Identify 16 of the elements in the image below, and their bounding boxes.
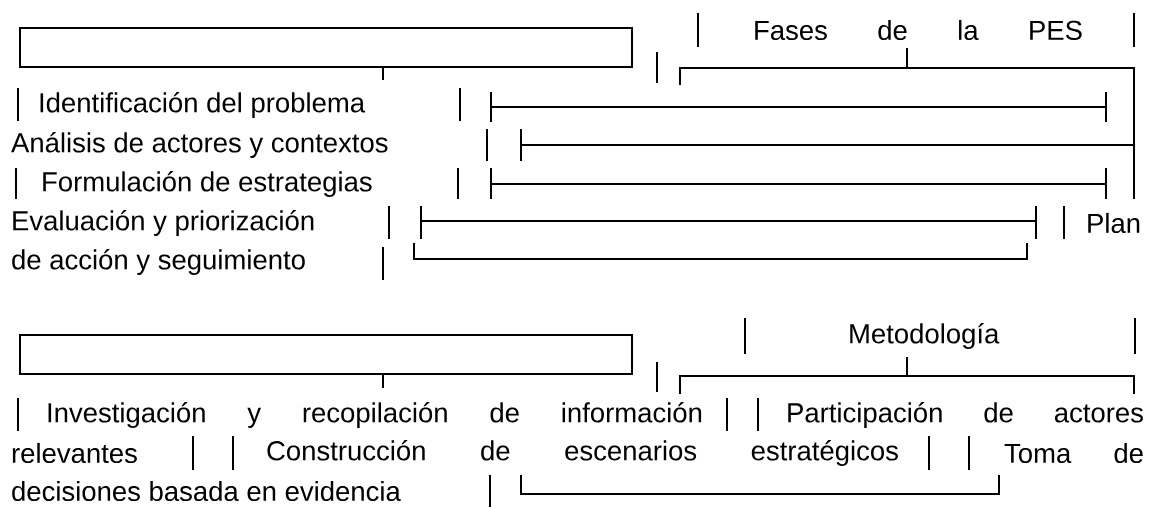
label-text: de acción y seguimiento: [12, 249, 305, 275]
label-text: Formulación de estrategias: [43, 171, 372, 197]
label-text: Toma de: [1004, 442, 1143, 464]
label-text: Evaluación y priorización: [13, 210, 314, 236]
label-text: Plan: [1088, 212, 1140, 234]
label-text: relevantes: [12, 442, 137, 464]
label-text: Identificación del problema: [40, 92, 366, 118]
label-text: Investigación y recopilación de información: [48, 402, 702, 428]
label-text: Fases de la PES: [755, 19, 1082, 41]
label-text: Análisis de actores y contextos: [11, 132, 388, 158]
label-text: Participación de actores: [788, 402, 1143, 428]
empty-box: [19, 27, 633, 68]
label-text: Metodología: [850, 323, 1000, 349]
label-text: decisiones basada en evidencia: [12, 480, 401, 502]
label-text: Construcción de escenarios estratégicos: [267, 440, 898, 466]
empty-box: [19, 334, 633, 375]
